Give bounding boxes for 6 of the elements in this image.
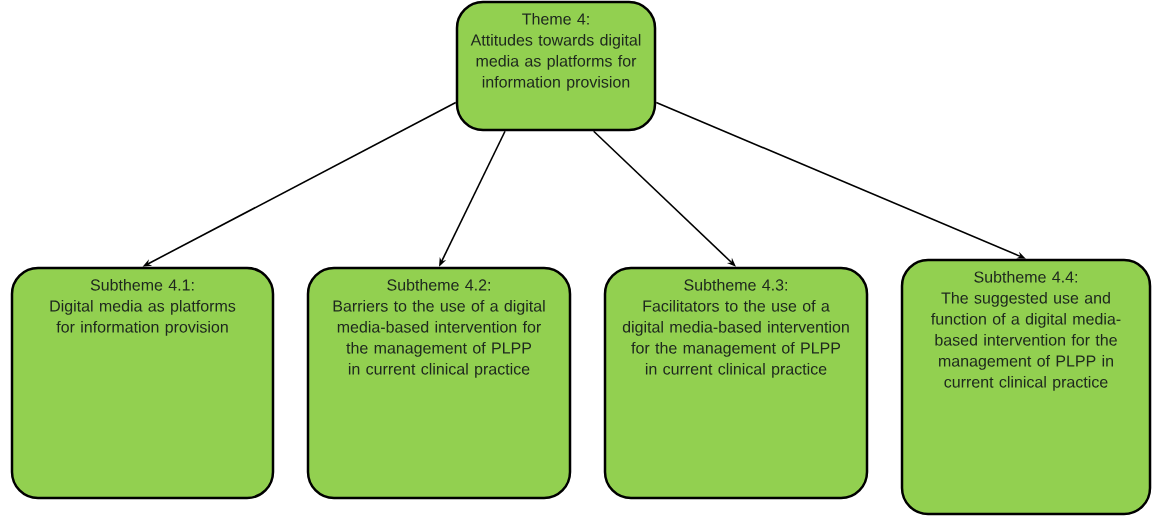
subtheme-box: Subtheme 4.4: The suggested use and function of a digital media-based intervention for the management of PLPP in current clinical practice [900,258,1152,516]
subtheme-box: Subtheme 4.1: Digital media as platforms for information provision [10,266,275,500]
subtheme-box: Subtheme 4.2: Barriers to the use of a digital media-based intervention for the management of PLPP in current clinical practice [306,266,572,500]
arrow [592,130,736,267]
theme-box: Theme 4: Attitudes towards digital media as platforms for information provision [455,0,657,132]
subtheme-box: Subtheme 4.3: Facilitators to the use of a digital media-based intervention for the management of PLPP in current clinical practice [603,266,869,500]
